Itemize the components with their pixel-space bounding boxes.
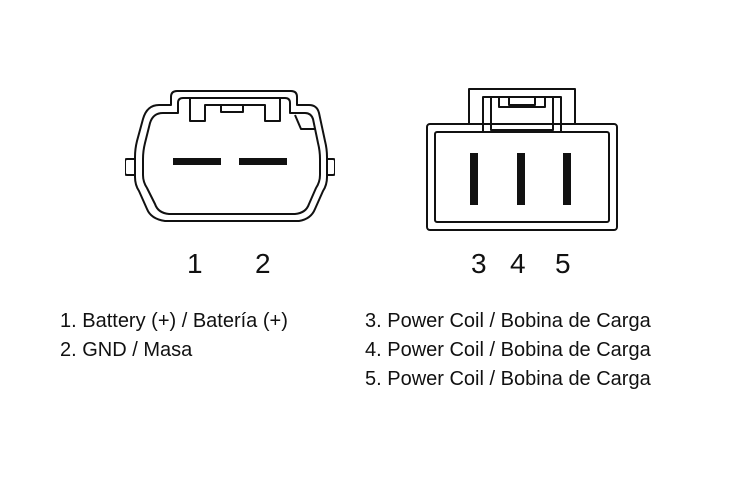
legend-item-5: 5. Power Coil / Bobina de Carga xyxy=(365,368,651,390)
legend-item-1: 1. Battery (+) / Batería (+) xyxy=(60,310,288,332)
legend-item-3: 3. Power Coil / Bobina de Carga xyxy=(365,310,651,332)
pin-label-3: 3 xyxy=(471,248,487,279)
legend-left: 1. Battery (+) / Batería (+) 2. GND / Ma… xyxy=(60,307,288,365)
pin-label-2: 2 xyxy=(255,248,271,279)
pin-label-1: 1 xyxy=(187,248,203,279)
legend-item-2: 2. GND / Masa xyxy=(60,339,193,361)
pin-label-5: 5 xyxy=(555,248,571,279)
three-pin-connector xyxy=(426,88,618,231)
legend-item-4: 4. Power Coil / Bobina de Carga xyxy=(365,339,651,361)
legend-right: 3. Power Coil / Bobina de Carga 4. Power… xyxy=(365,307,651,394)
pin-label-4: 4 xyxy=(510,248,526,279)
two-pin-connector xyxy=(125,90,335,222)
